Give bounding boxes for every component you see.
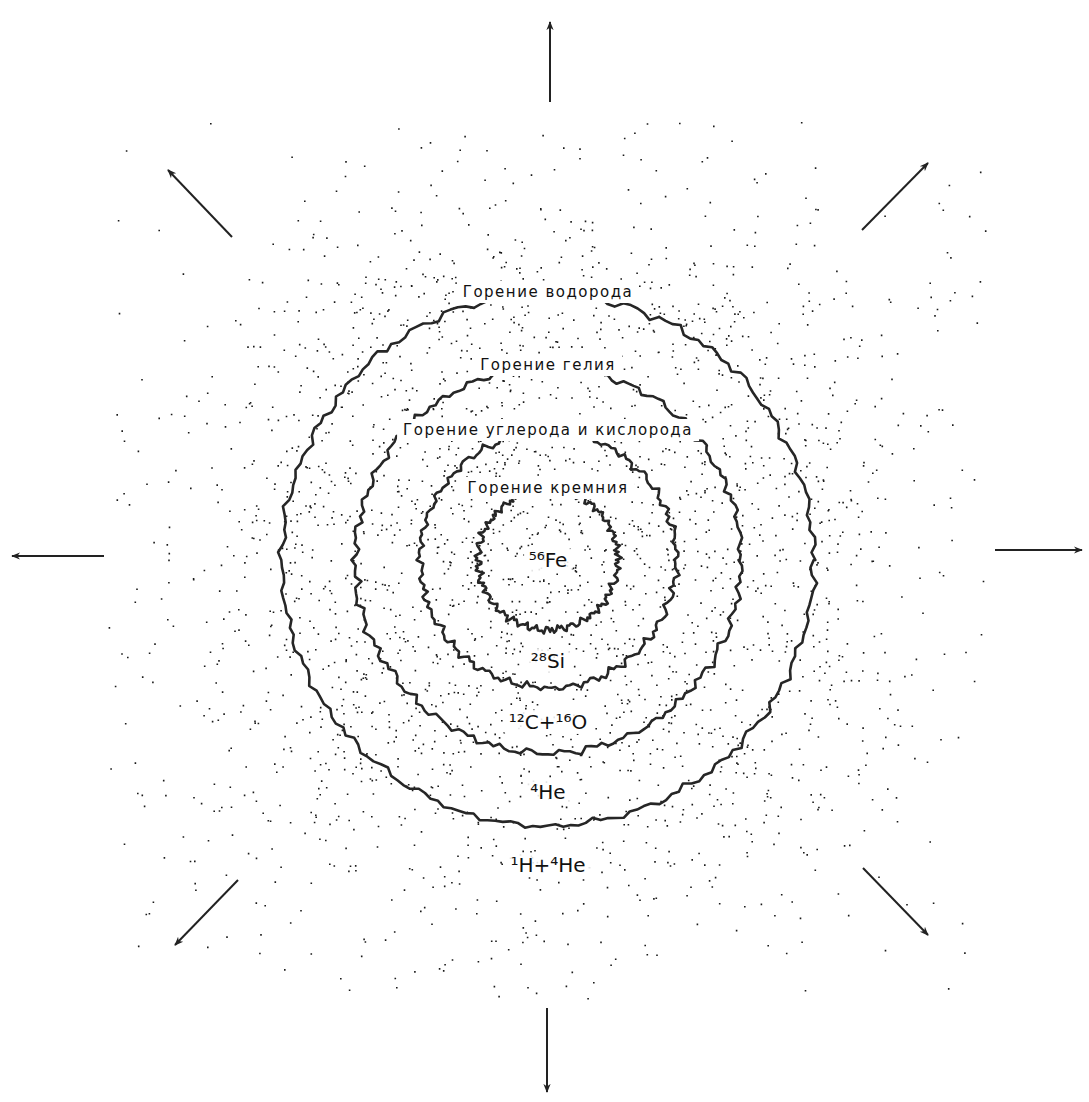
layer-composition: ¹H+⁴He [505,853,590,877]
stipple-dots [109,122,987,1000]
shell-boundary [278,290,817,828]
burning-zone-label: Горение гелия [474,354,622,376]
layer-composition: ¹²C+¹⁶O [504,710,593,734]
star-shell: Горение кремния⁵⁶Fe [476,488,620,632]
star-shell: Горение углерода и кислорода²⁸SiГорение … [418,430,678,690]
expansion-arrow [168,170,232,237]
expansion-arrow [862,163,928,230]
expansion-arrow [863,868,928,935]
star-shell: Горение водорода⁴HeГорение гелия¹²C+¹⁶OГ… [280,292,816,828]
shell-boundary [351,363,742,754]
shell-boundary [475,487,622,634]
expansion-arrow [995,549,1082,551]
expansion-arrow [546,1008,548,1092]
expansion-arrow [12,555,104,557]
expansion-arrows [12,22,1082,1092]
shell-boundary [417,429,680,690]
burning-zone-label: Горение кремния [462,477,635,499]
star-shell: Горение гелия¹²C+¹⁶OГорение углерода и к… [353,365,743,755]
burning-zone-label: Горение водорода [457,281,639,303]
layer-composition: ²⁸Si [526,649,570,673]
layer-composition: ⁵⁶Fe [524,548,573,572]
star-shell: ¹H+⁴HeГорение водорода⁴HeГорение гелия¹²… [208,220,888,900]
layer-composition: ⁴He [525,780,570,804]
expansion-arrow [549,22,551,102]
burning-zone-label: Горение углерода и кислорода [397,419,699,441]
expansion-arrow [175,880,238,945]
